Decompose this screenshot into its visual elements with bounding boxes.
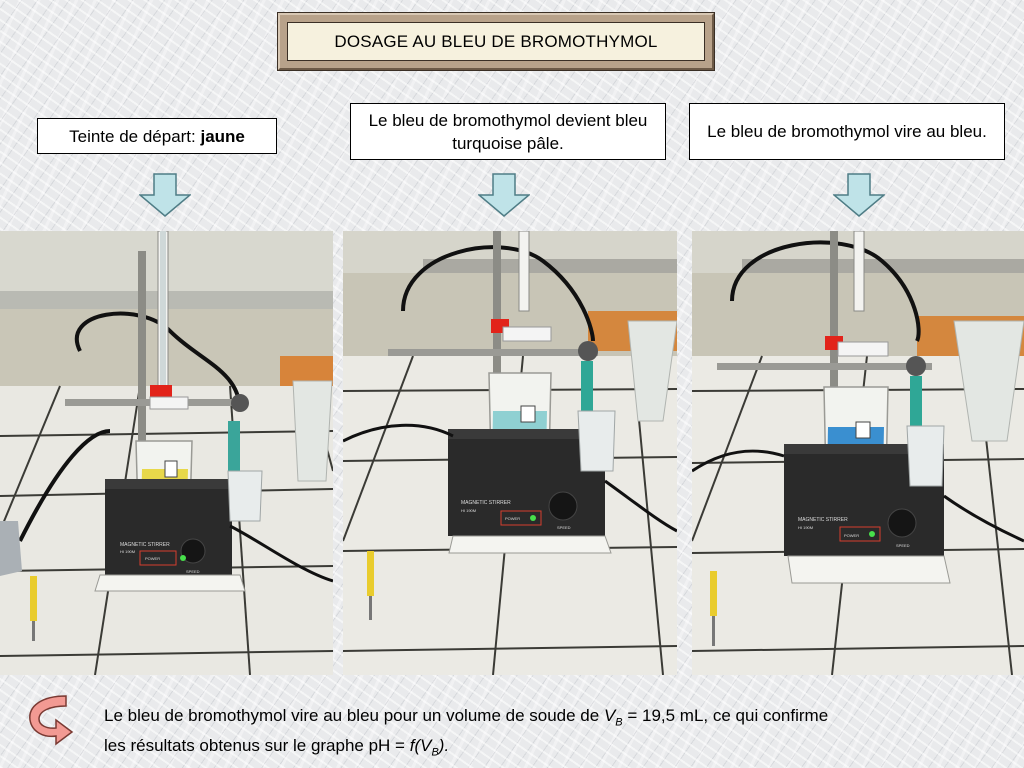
stirrer-speed-label: SPEED: [557, 525, 571, 530]
down-arrow-icon: [478, 173, 530, 217]
down-arrow-icon: [833, 173, 885, 217]
caption-end: Le bleu de bromothymol vire au bleu.: [689, 103, 1005, 160]
conclusion-line1-rest: = 19,5 mL, ce qui confirme: [622, 706, 829, 725]
photo-middle-turquoise: MAGNETIC STIRRER HI 190M POWER SPEED: [343, 231, 677, 675]
curved-arrow-icon: [29, 695, 74, 746]
stirrer-speed-label: SPEED: [896, 543, 910, 548]
stirrer-label: MAGNETIC STIRRER: [798, 517, 848, 523]
down-arrow-icon: [139, 173, 191, 217]
function-f: f: [409, 736, 415, 756]
paren-close: ).: [438, 736, 450, 756]
stirrer-power-label: POWER: [145, 556, 160, 561]
conclusion-line2: les résultats obtenus sur le graphe pH =: [104, 736, 410, 756]
stirrer-model: HI 190M: [461, 508, 476, 513]
stirrer-power-label: POWER: [505, 516, 520, 521]
stirrer-speed-label: SPEED: [186, 569, 200, 574]
paren-open: (: [414, 736, 421, 756]
caption-start-prefix: Teinte de départ:: [69, 126, 201, 146]
conclusion-line1: Le bleu de bromothymol vire au bleu pour…: [104, 706, 604, 725]
stirrer-power-label: POWER: [844, 533, 859, 538]
photo-start-yellow: MAGNETIC STIRRER HI 190M POWER SPEED: [0, 231, 333, 675]
stirrer-label: MAGNETIC STIRRER: [120, 542, 170, 548]
stirrer-model: HI 190M: [798, 525, 813, 530]
photo-end-blue: MAGNETIC STIRRER HI 190M POWER SPEED: [692, 231, 1024, 675]
page-title: DOSAGE AU BLEU DE BROMOTHYMOL: [287, 22, 705, 61]
caption-start-color: Teinte de départ: jaune: [37, 118, 277, 154]
title-frame: DOSAGE AU BLEU DE BROMOTHYMOL: [278, 13, 714, 70]
var-vb-2: VB: [420, 736, 439, 759]
stirrer-model: HI 190M: [120, 549, 135, 554]
conclusion-text: Le bleu de bromothymol vire au bleu pour…: [104, 704, 1004, 765]
var-vb: VB: [603, 706, 623, 729]
caption-middle: Le bleu de bromothymol devient bleu turq…: [350, 103, 666, 160]
caption-middle-text: Le bleu de bromothymol devient bleu turq…: [368, 110, 648, 153]
caption-start-color-value: jaune: [200, 126, 245, 146]
stirrer-label: MAGNETIC STIRRER: [461, 500, 511, 506]
caption-end-text: Le bleu de bromothymol vire au bleu.: [707, 122, 987, 141]
